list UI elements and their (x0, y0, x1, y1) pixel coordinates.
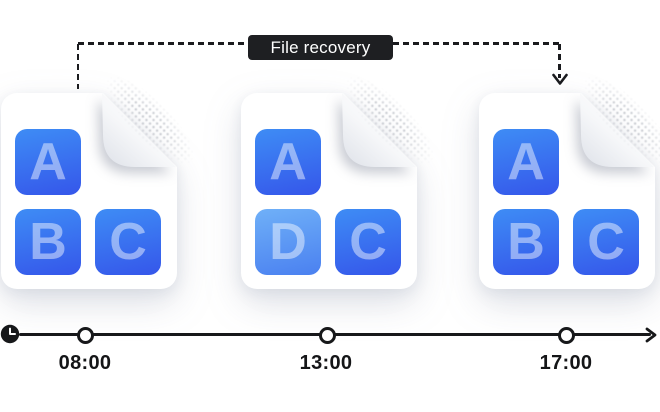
folded-corner-icon (102, 93, 176, 167)
timeline-dot (318, 326, 336, 344)
recovery-dash-left-horizontal (78, 42, 248, 45)
data-block-a: A (255, 129, 321, 195)
block-letter: B (507, 213, 545, 271)
block-letter: A (29, 133, 67, 191)
arrow-right-icon (645, 327, 657, 343)
arrow-down-icon (552, 73, 568, 85)
data-block-a: A (15, 129, 81, 195)
file-card-1300: A D C (241, 93, 417, 289)
folded-corner-icon (580, 93, 654, 167)
block-letter: D (269, 213, 307, 271)
data-block-d: D (255, 209, 321, 275)
timeline-dot (76, 326, 94, 344)
data-block-c: C (95, 209, 161, 275)
data-block-a: A (493, 129, 559, 195)
timeline-time: 13:00 (299, 352, 353, 374)
block-letter: C (109, 213, 147, 271)
file-recovery-label-text: File recovery (270, 37, 371, 57)
block-letter: B (29, 213, 67, 271)
clock-icon (0, 324, 20, 344)
file-card-1700: A B C (479, 93, 655, 289)
folded-corner-icon (342, 93, 416, 167)
block-letter: C (349, 213, 387, 271)
data-block-b: B (15, 209, 81, 275)
block-letter: A (507, 133, 545, 191)
timeline-dot (557, 326, 575, 344)
data-block-c: C (335, 209, 401, 275)
data-block-c: C (573, 209, 639, 275)
file-recovery-label: File recovery (248, 35, 393, 60)
file-card-0800: A B C (1, 93, 177, 289)
data-block-b: B (493, 209, 559, 275)
block-letter: A (269, 133, 307, 191)
timeline-time: 08:00 (58, 352, 112, 374)
recovery-dash-right-horizontal (393, 42, 560, 45)
recovery-dash-left-vertical (76, 44, 79, 89)
recovery-dash-right-vertical (558, 44, 561, 78)
timeline-time: 17:00 (539, 352, 593, 374)
block-letter: C (587, 213, 625, 271)
